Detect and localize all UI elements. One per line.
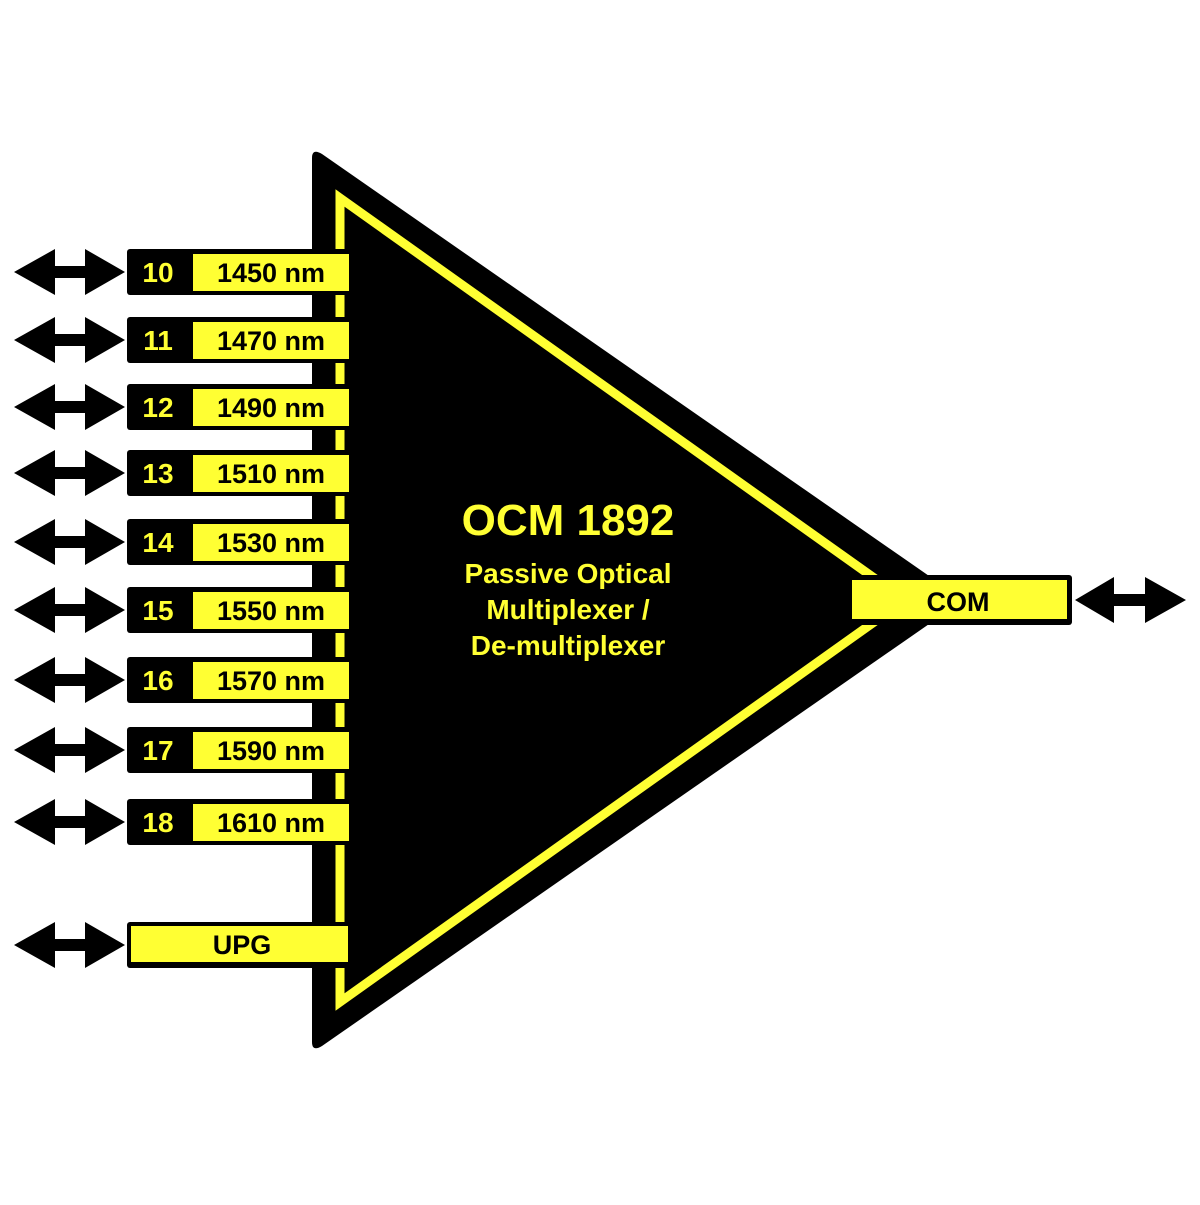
- wavelength-box: [193, 592, 349, 629]
- double-headed-arrow-icon: [14, 727, 125, 773]
- device-subtitle-line: De-multiplexer: [471, 630, 666, 661]
- port-11[interactable]: 11 1470 nm: [14, 317, 350, 363]
- wavelength-box: [193, 322, 349, 359]
- port-number: 13: [142, 458, 173, 489]
- com-label: COM: [927, 587, 990, 617]
- port-wavelength: 1570 nm: [217, 666, 325, 696]
- port-number: 12: [142, 392, 173, 423]
- wavelength-box: [193, 389, 349, 426]
- port-number: 14: [142, 527, 174, 558]
- port-10[interactable]: 10 1450 nm: [14, 249, 350, 295]
- device-label: OCM 1892 Passive Optical Multiplexer / D…: [462, 496, 675, 661]
- port-wavelength: 1510 nm: [217, 459, 325, 489]
- wavelength-box: [193, 524, 349, 561]
- upg-port[interactable]: UPG: [14, 922, 350, 968]
- double-headed-arrow-icon: [14, 799, 125, 845]
- double-headed-arrow-icon: [14, 587, 125, 633]
- port-list: 10 1450 nm 11 1470 nm 12 1490 nm 13 1510 nm 14 15…: [14, 249, 350, 845]
- device-subtitle-line: Passive Optical: [464, 558, 671, 589]
- port-number: 16: [142, 665, 173, 696]
- port-number: 10: [142, 257, 173, 288]
- double-headed-arrow-icon: [14, 317, 125, 363]
- wavelength-box: [193, 254, 349, 291]
- double-headed-arrow-icon: [14, 384, 125, 430]
- com-port[interactable]: COM: [848, 575, 1186, 625]
- port-wavelength: 1490 nm: [217, 393, 325, 423]
- port-wavelength: 1590 nm: [217, 736, 325, 766]
- port-wavelength: 1450 nm: [217, 258, 325, 288]
- double-headed-arrow-icon: [14, 450, 125, 496]
- device-title: OCM 1892: [462, 496, 675, 545]
- port-16[interactable]: 16 1570 nm: [14, 657, 350, 703]
- wavelength-box: [193, 732, 349, 769]
- wavelength-box: [193, 662, 349, 699]
- port-14[interactable]: 14 1530 nm: [14, 519, 350, 565]
- port-wavelength: 1470 nm: [217, 326, 325, 356]
- port-13[interactable]: 13 1510 nm: [14, 450, 350, 496]
- port-15[interactable]: 15 1550 nm: [14, 587, 350, 633]
- port-wavelength: 1530 nm: [217, 528, 325, 558]
- port-number: 18: [142, 807, 173, 838]
- port-wavelength: 1610 nm: [217, 808, 325, 838]
- double-headed-arrow-icon: [14, 922, 125, 968]
- double-headed-arrow-icon: [14, 657, 125, 703]
- port-wavelength: 1550 nm: [217, 596, 325, 626]
- wavelength-box: [193, 804, 349, 841]
- port-number: 17: [142, 735, 173, 766]
- port-18[interactable]: 18 1610 nm: [14, 799, 350, 845]
- wavelength-box: [193, 455, 349, 492]
- port-17[interactable]: 17 1590 nm: [14, 727, 350, 773]
- device-subtitle-line: Multiplexer /: [486, 594, 650, 625]
- double-headed-arrow-icon: [14, 249, 125, 295]
- port-number: 15: [142, 595, 173, 626]
- double-headed-arrow-icon: [14, 519, 125, 565]
- upg-label: UPG: [213, 930, 272, 960]
- double-headed-arrow-icon: [1075, 577, 1186, 623]
- port-number: 11: [143, 325, 173, 356]
- port-12[interactable]: 12 1490 nm: [14, 384, 350, 430]
